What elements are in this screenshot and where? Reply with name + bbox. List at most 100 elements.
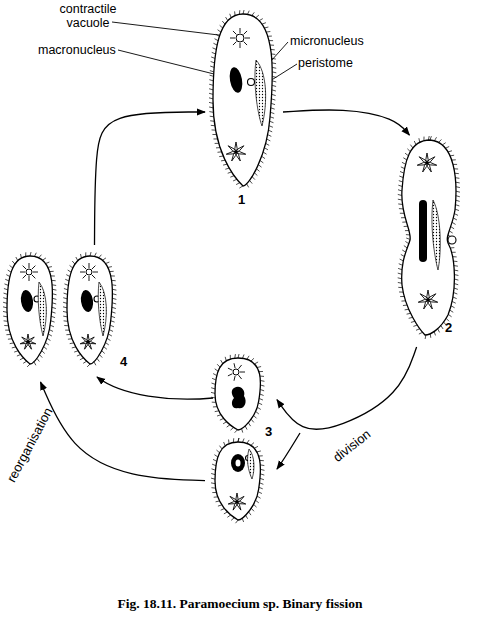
radiating-canal [83,266,87,270]
cilium [454,214,458,216]
cilium [108,266,112,268]
cilium [211,125,215,126]
cilium [454,288,458,289]
cilium [52,312,56,313]
cilium [220,25,223,28]
cilium [401,300,405,301]
cilium [65,330,69,331]
cilium [260,474,264,475]
cilium [209,80,213,81]
contractile-vacuole [80,334,96,349]
cilium [251,508,254,511]
cilium [259,371,263,372]
cilium [228,172,232,173]
cilium [221,160,225,162]
cilium [10,265,13,268]
cilium [252,177,255,180]
cilium [5,279,9,281]
cilium [23,361,26,363]
cilium [254,362,258,364]
cilium [112,298,116,299]
cilium [213,138,217,139]
cilium [230,176,234,178]
cilium [451,306,455,308]
cilium [272,94,276,95]
cilium [434,332,435,336]
cilium [4,320,8,322]
cilium [251,358,254,361]
vacuole-body [426,298,429,301]
cilium [236,183,240,185]
cilium [409,317,413,318]
cilium [72,261,75,264]
contractile-vacuole [230,28,250,48]
stage-arrow [41,382,206,481]
cilium [400,171,404,173]
cilium [217,364,220,367]
cilium [271,53,275,55]
cilium [213,459,217,461]
cilium [12,261,15,264]
cilium [258,403,262,405]
cilium [14,351,18,352]
cilium [210,116,214,118]
cilium [402,221,406,222]
cilium [454,274,458,276]
cilium [210,120,214,122]
cilium [456,182,460,184]
cilium [230,355,231,359]
cilium [110,325,114,327]
cilium [455,205,459,206]
vacuole-body [26,340,29,343]
cilium [267,139,271,141]
cilium [399,176,403,178]
cilium [406,234,410,235]
radiating-canal [240,43,241,48]
cilium [242,518,243,522]
cilium [221,509,225,511]
cilium [398,277,402,279]
vacuole-body [26,269,32,275]
radiating-canal [23,275,27,279]
cilium [87,364,90,367]
cilium [227,515,230,517]
macronucleus [232,387,246,409]
cilium [456,191,460,192]
macronucleus [228,66,244,94]
cilium [398,268,402,269]
cilium [20,358,24,360]
cilium [99,255,102,258]
cilium [212,402,216,403]
cilium [399,264,403,266]
cilium [209,89,213,90]
cilium [401,167,405,169]
cilium [453,297,457,299]
cilium [49,330,53,332]
cilium [399,181,403,182]
contractile-vacuole [228,363,245,381]
cilium [219,156,223,158]
vacuole-body [425,161,428,164]
cilium [259,455,263,456]
cilium [407,149,410,152]
cilium [212,129,216,130]
peristome [38,282,46,336]
radiating-canal [33,272,38,273]
cilium [251,443,254,446]
radiating-canal [230,38,235,39]
cilium [430,136,431,140]
macronucleus [80,289,95,312]
cilium [398,190,402,191]
cilium [39,355,42,358]
cilium [210,71,214,72]
cilium [452,301,456,303]
cilium [438,329,440,333]
cilium [455,173,459,174]
cilium [236,520,239,523]
cilium [442,143,445,145]
cilium [223,422,227,424]
cilium [247,184,249,188]
cilium [3,298,7,299]
cilium [64,284,68,286]
